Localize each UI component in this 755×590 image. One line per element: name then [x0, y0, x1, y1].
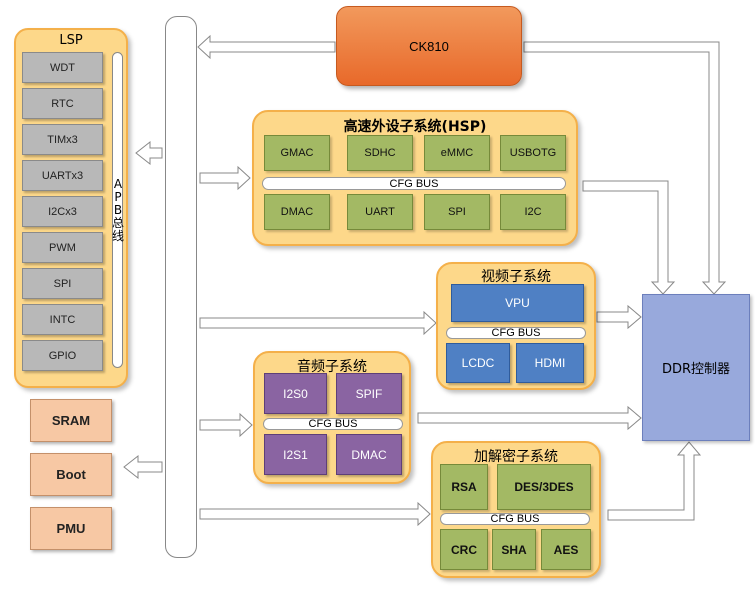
- video-cfg-bus: CFG BUS: [446, 327, 586, 339]
- video-lcdc: LCDC: [446, 343, 510, 383]
- arrow-ahb-to-lsp: [135, 140, 163, 166]
- audio-i2s0: I2S0: [264, 373, 327, 414]
- audio-dmac: DMAC: [336, 434, 402, 475]
- video-vpu: VPU: [451, 284, 584, 322]
- audio-i2s1: I2S1: [264, 434, 327, 475]
- hsp-dmac: DMAC: [264, 194, 330, 230]
- apb-bus-label: A P B 总 线: [111, 177, 124, 243]
- pmu-block: PMU: [30, 507, 112, 550]
- lsp-title: LSP: [59, 33, 83, 48]
- arrow-ahb-to-boot: [123, 454, 163, 480]
- arrow-video-to-ddr: [596, 304, 642, 330]
- lsp-item-i2cx3: I2Cx3: [22, 196, 103, 227]
- arrow-hsp-to-ddr: [582, 180, 676, 295]
- lsp-item-rtc: RTC: [22, 88, 103, 119]
- lsp-item-uartx3: UARTx3: [22, 160, 103, 191]
- arrow-crypto-to-ddr: [607, 441, 702, 521]
- arrow-audio-to-ddr: [417, 405, 642, 431]
- audio-title: 音频子系统: [297, 359, 367, 375]
- cpu-block: CK810: [336, 6, 522, 86]
- hsp-i2c: I2C: [500, 194, 566, 230]
- hsp-title: 高速外设子系统(HSP): [343, 119, 487, 135]
- arrow-ahb-to-hsp: [199, 165, 251, 191]
- hsp-spi: SPI: [424, 194, 490, 230]
- apb-bus: [112, 52, 123, 368]
- ahb-bus: [165, 16, 197, 558]
- hsp-gmac: GMAC: [264, 135, 330, 171]
- arrow-cpu-to-ahb: [197, 34, 336, 60]
- hsp-sdhc: SDHC: [347, 135, 413, 171]
- video-title: 视频子系统: [481, 269, 551, 285]
- audio-spif: SPIF: [336, 373, 402, 414]
- lsp-item-spi: SPI: [22, 268, 103, 299]
- cpu-label: CK810: [409, 38, 449, 54]
- hsp-usbotg: USBOTG: [500, 135, 566, 171]
- crypto-aes: AES: [541, 529, 591, 570]
- boot-block: Boot: [30, 453, 112, 496]
- audio-cfg-bus: CFG BUS: [263, 418, 403, 430]
- arrow-ahb-to-audio: [199, 412, 253, 438]
- ahb-bus-label: [172, 216, 190, 356]
- arrow-ahb-to-video: [199, 310, 437, 336]
- sram-block: SRAM: [30, 399, 112, 442]
- ddr-controller: DDR控制器: [642, 294, 750, 441]
- hsp-cfg-bus: CFG BUS: [262, 177, 566, 190]
- lsp-item-wdt: WDT: [22, 52, 103, 83]
- video-hdmi: HDMI: [516, 343, 584, 383]
- crypto-rsa: RSA: [440, 464, 488, 510]
- hsp-uart: UART: [347, 194, 413, 230]
- crypto-des3des: DES/3DES: [497, 464, 591, 510]
- ddr-label: DDR控制器: [661, 362, 731, 377]
- hsp-emmc: eMMC: [424, 135, 490, 171]
- lsp-item-pwm: PWM: [22, 232, 103, 263]
- arrow-ahb-to-crypto: [199, 501, 431, 527]
- crypto-sha: SHA: [492, 529, 536, 570]
- crypto-title: 加解密子系统: [474, 449, 558, 465]
- arrow-cpu-to-ddr: [523, 41, 727, 295]
- lsp-item-timx3: TIMx3: [22, 124, 103, 155]
- crypto-cfg-bus: CFG BUS: [440, 513, 590, 525]
- lsp-item-gpio: GPIO: [22, 340, 103, 371]
- lsp-item-intc: INTC: [22, 304, 103, 335]
- crypto-crc: CRC: [440, 529, 488, 570]
